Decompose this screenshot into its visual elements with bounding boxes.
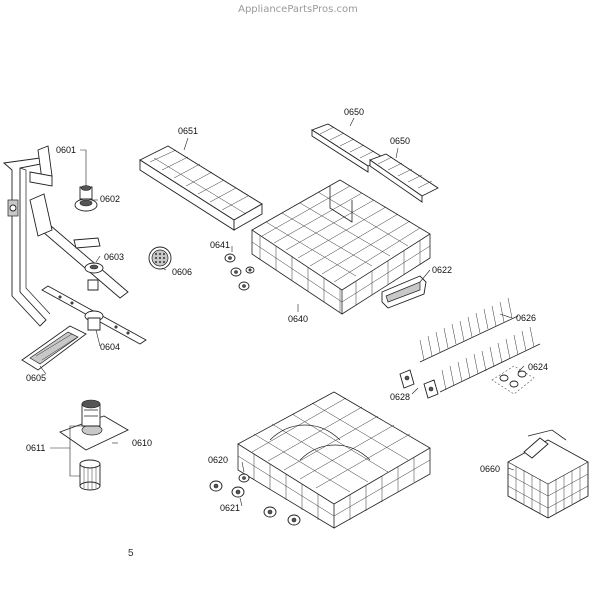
- part-0602-nozzle: [74, 185, 98, 212]
- callout-0626: 0626: [516, 313, 536, 323]
- part-0620-wheels: [209, 473, 250, 498]
- part-0651-third-rack-tray: [139, 145, 263, 231]
- callout-0628: 0628: [390, 392, 410, 402]
- part-0641-rollers: [224, 253, 255, 291]
- part-0622-handle: [381, 275, 427, 309]
- callout-0620: 0620: [208, 455, 228, 465]
- part-0610-sump-filter: [59, 399, 129, 451]
- part-0628-tine-holders: [399, 369, 439, 399]
- lower-rack: [237, 391, 431, 529]
- part-0624-tine-clips: [491, 365, 535, 395]
- callout-0641: 0641: [210, 240, 230, 250]
- part-0611-cylinder-filter: [79, 459, 101, 491]
- callout-0651: 0651: [178, 126, 198, 136]
- page-mark: 5: [128, 548, 134, 559]
- callout-0660: 0660: [480, 464, 500, 474]
- callout-0601: 0601: [56, 145, 76, 155]
- callout-0602: 0602: [100, 194, 120, 204]
- callout-0640: 0640: [288, 314, 308, 324]
- callout-labels: 0601 0602 0603 0604 0605 0606 0610 0611 …: [26, 107, 548, 513]
- callout-0650-top: 0650: [344, 107, 364, 117]
- callout-0604: 0604: [100, 342, 120, 352]
- leader-lines: [39, 117, 525, 507]
- callout-0605: 0605: [26, 373, 46, 383]
- watermark-text: AppliancePartsPros.com: [238, 4, 358, 15]
- callout-0621: 0621: [220, 503, 240, 513]
- part-0603-upper-spray-arm: [29, 193, 129, 299]
- part-0650-cup-shelf-lower: [369, 153, 439, 203]
- part-0601-supply-tube: [2, 145, 53, 327]
- part-0604-lower-spray-arm: [41, 285, 147, 345]
- part-0640-upper-rack: [251, 179, 431, 315]
- callout-0610: 0610: [132, 438, 152, 448]
- callout-0624: 0624: [528, 362, 548, 372]
- part-0606-round-cap: [148, 246, 172, 270]
- callout-0603: 0603: [104, 252, 124, 262]
- callout-0606: 0606: [172, 267, 192, 277]
- part-0621-wheels: [263, 506, 301, 526]
- callout-0622: 0622: [432, 265, 452, 275]
- callout-0611: 0611: [26, 443, 45, 453]
- callout-0650-bottom: 0650: [390, 136, 410, 146]
- part-0605-filter-plate: [21, 325, 87, 371]
- part-0660-cutlery-basket: [507, 429, 589, 519]
- part-0626-tine-rows: [419, 297, 541, 393]
